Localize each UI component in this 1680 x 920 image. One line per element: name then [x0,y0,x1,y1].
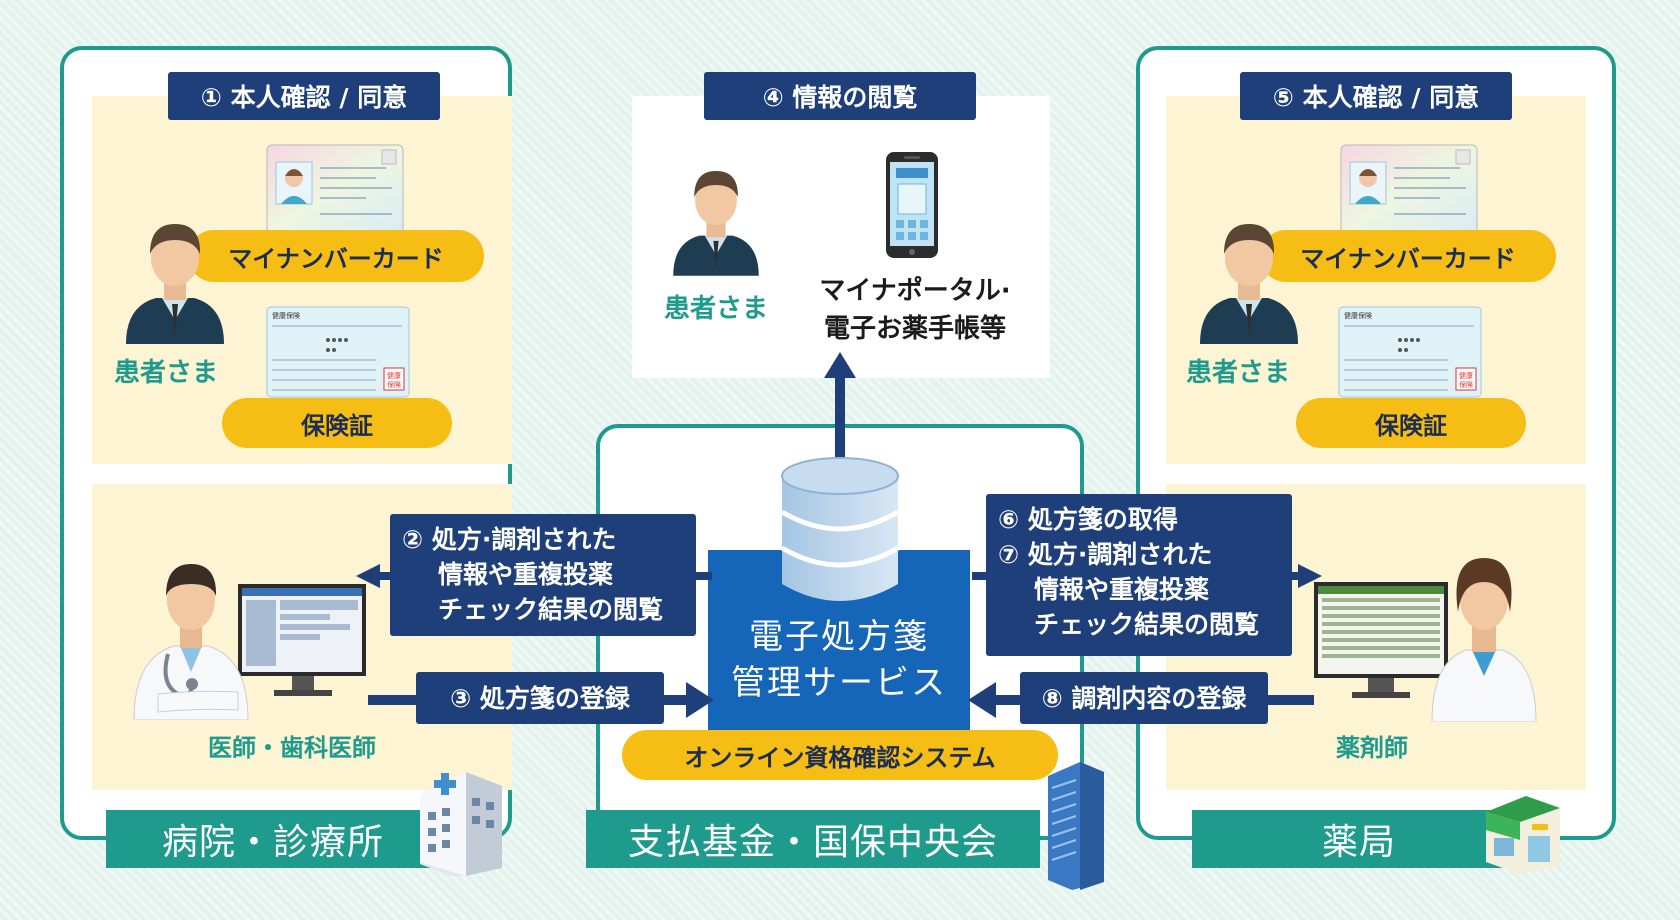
patient-avatar [1200,224,1298,344]
central-footer-label: 支払基金・国保中央会 [586,810,1040,868]
pharmacist-label: 薬剤師 [1336,734,1408,762]
svg-text:健康保険: 健康保険 [272,311,300,320]
step2-line1: ② 処方·調剤された [402,525,617,554]
doctor-label: 医師・歯科医師 [208,734,376,762]
step8-label: ⑧ 調剤内容の登録 [1041,683,1247,713]
arrow-up-icon [824,352,856,462]
pharmacist-illustration [1314,558,1537,722]
svg-text:保険: 保険 [387,380,401,389]
portal-line1: マイナポータル· [819,276,1011,306]
insurance-card-label: 保険証 [222,398,452,448]
mynumber-card-image [1340,144,1478,234]
patient-label: 患者さま [1186,358,1291,388]
pharmacy-store-icon [1486,796,1560,874]
portal-label: マイナポータル· 電子お薬手帳等 [790,272,1040,348]
svg-text:健康保険: 健康保険 [1344,311,1372,320]
insurance-card-label: 保険証 [1296,398,1526,448]
svg-text:健康: 健康 [1459,371,1473,380]
mynumber-card-image [266,144,404,234]
office-building-icon [1048,762,1104,890]
hospital-building-icon [420,772,502,876]
online-qualification-system-label: オンライン資格確認システム [622,730,1058,780]
database-icon [780,457,900,601]
step7-line1: ⑦ 処方·調剤された [998,540,1213,569]
svg-text:健康: 健康 [387,371,401,380]
step4-label: ④ 情報の閲覧 [704,72,976,120]
insurance-card-image: 健康保険 健康 保険 [1338,306,1482,398]
step1-label: ① 本人確認 / 同意 [168,72,440,120]
svg-text:保険: 保険 [1459,380,1473,389]
patient-avatar [673,171,759,276]
mynumber-card-label: マイナンバーカード [1260,230,1556,282]
hospital-footer-label: 病院・診療所 [106,810,440,868]
step7-line2: 情報や重複投薬 [1034,575,1210,604]
step7-line3: チェック結果の閲覧 [1034,610,1260,639]
prescription-management-service: 電子処方箋 管理サービス [708,550,970,730]
service-line2: 管理サービス [731,663,947,703]
patient-label: 患者さま [114,358,219,388]
smartphone-icon [886,152,938,258]
step5-label: ⑤ 本人確認 / 同意 [1240,72,1512,120]
doctor-illustration [133,564,366,720]
insurance-card-image: 健康保険 健康 保険 [266,306,410,398]
patient-avatar [126,224,224,344]
step6-label: ⑥ 処方箋の取得 [998,505,1178,534]
step3-label: ③ 処方箋の登録 [450,683,630,713]
step2-line3: チェック結果の閲覧 [438,595,664,624]
step67-box: ⑥ 処方箋の取得 ⑦ 処方·調剤された 情報や重複投薬 チェック結果の閲覧 [986,494,1292,656]
step2-box: ② 処方·調剤された 情報や重複投薬 チェック結果の閲覧 [390,514,696,636]
portal-line2: 電子お薬手帳等 [823,314,1006,344]
step3-box: ③ 処方箋の登録 [416,672,664,724]
step2-line2: 情報や重複投薬 [438,560,614,589]
mynumber-card-label: マイナンバーカード [188,230,484,282]
service-line1: 電子処方箋 [749,617,929,657]
step8-box: ⑧ 調剤内容の登録 [1020,672,1268,724]
pharmacy-footer-label: 薬局 [1192,810,1526,868]
patient-label: 患者さま [664,294,769,324]
